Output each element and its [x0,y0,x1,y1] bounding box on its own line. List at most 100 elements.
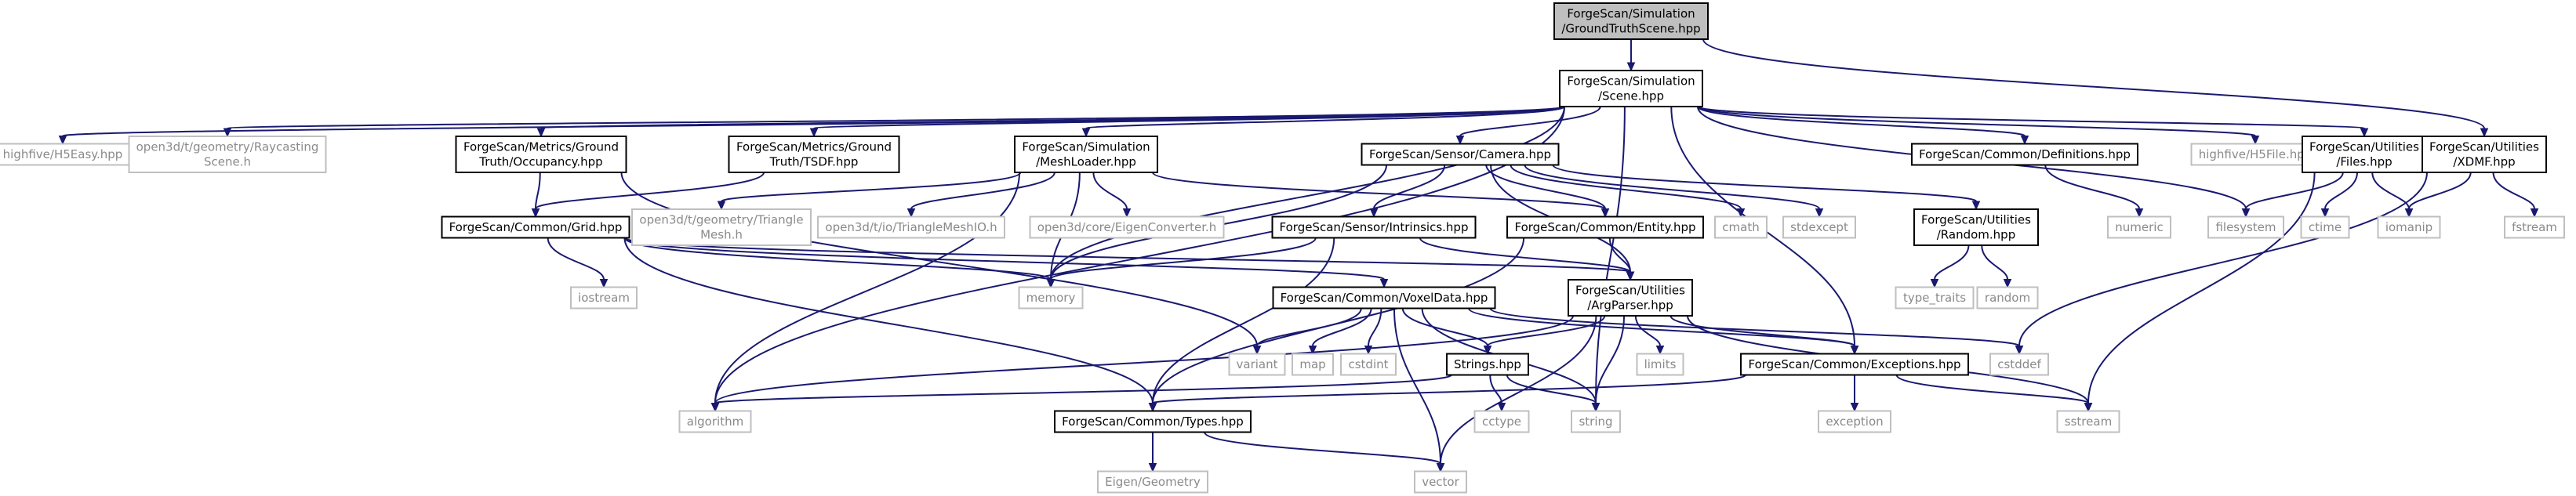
edge-argparser-to-strings [1483,315,1606,355]
edge-arrowhead [717,201,726,211]
node-box [1029,215,1225,239]
edge-arrowhead [536,128,546,138]
edge-line [1050,237,1317,281]
node-exceptions[interactable]: ForgeScan/Common/Exceptions.hpp [1740,353,1969,376]
node-gts[interactable]: ForgeScan/Simulation/GroundTruthScene.hp… [1553,2,1709,40]
node-label: open3d/t/geometry/Raycasting [136,140,319,154]
node-occ[interactable]: ForgeScan/Metrics/GroundTruth/Occupancy.… [455,136,627,173]
edge-grid-to-voxeldata [623,237,1389,288]
edge-arrowhead [1148,463,1157,472]
edge-line [623,237,1385,281]
edge-line [2324,172,2358,209]
node-label: ForgeScan/Simulation [1567,7,1695,21]
node-label: ForgeScan/Simulation [1022,140,1150,154]
edge-line [1373,165,1446,209]
edge-line [1204,431,1441,465]
node-label: random [1985,291,2030,305]
node-label: ForgeScan/Utilities [2429,140,2539,154]
edge-scene-to-defs [1697,106,2029,145]
node-filesystem: filesystem [2207,215,2284,239]
node-box [1913,208,2039,246]
edge-tsdf-to-grid [531,172,765,218]
node-label: ForgeScan/Simulation [1567,74,1695,89]
node-box [2207,215,2284,239]
node-algorithm: algorithm [678,410,752,433]
node-random: random [1976,286,2039,310]
node-label: type_traits [1903,291,1966,306]
edge-arrowhead [1626,271,1635,281]
node-label: /Files.hpp [2336,155,2392,169]
edge-arrowhead [1369,208,1379,218]
node-label: /MeshLoader.hpp [1036,155,1136,169]
edge-line [1152,237,1525,404]
edge-line [535,172,541,209]
edge-arrowhead [2530,208,2539,218]
node-box [2300,215,2350,239]
node-box [1568,279,1693,317]
node-types[interactable]: ForgeScan/Common/Types.hpp [1054,410,1252,433]
node-xdmf[interactable]: ForgeScan/Utilities/XDMF.hpp [2422,136,2547,173]
edge-scene-to-raycast [223,106,1565,138]
node-box [1818,410,1891,433]
edge-arrowhead [2320,208,2330,218]
edge-arrowhead [1850,346,1859,355]
node-label: ForgeScan/Metrics/Ground [463,140,619,154]
node-label: ForgeScan/Common/Entity.hpp [1514,220,1695,234]
node-box [455,136,627,173]
node-label: ForgeScan/Common/VoxelData.hpp [1281,291,1488,305]
node-label: ForgeScan/Utilities [2309,140,2419,154]
node-voxeldata[interactable]: ForgeScan/Common/VoxelData.hpp [1272,286,1496,310]
node-meshloader[interactable]: ForgeScan/Simulation/MeshLoader.hpp [1014,136,1158,173]
edge-line [2245,172,2344,209]
edge-arrowhead [1081,128,1091,138]
node-h5file: highfive/H5File.hpp [2190,143,2320,166]
edge-arrowhead [1600,208,1610,218]
node-variant: variant [1228,353,1286,376]
edge-scene-to-occ [536,106,1565,138]
node-box [1895,286,1975,310]
node-ctime: ctime [2300,215,2350,239]
edge-xdmf-to-cstddef [2015,172,2428,355]
node-argparser[interactable]: ForgeScan/Utilities/ArgParser.hpp [1568,279,1693,317]
node-label: /GroundTruthScene.hpp [1561,22,1700,36]
node-cstdint: cstdint [1340,353,1397,376]
edge-arrowhead [1850,403,1859,412]
edge-line [1552,164,1977,202]
edge-line [1669,315,1855,347]
edge-line [1393,308,1441,464]
edge-argparser-to-limits [1634,315,1665,355]
edge-arrowhead [2251,136,2260,145]
node-label: open3d/core/EigenConverter.h [1037,220,1217,234]
node-scene[interactable]: ForgeScan/Simulation/Scene.hpp [1559,70,1703,107]
edge-arrowhead [1455,136,1465,145]
node-label: fstream [2512,220,2557,234]
edge-line [1895,374,2089,404]
edge-voxeldata-to-cstddef [1489,307,2024,355]
edge-arrowhead [809,128,819,138]
edge-line [2087,172,2316,404]
edge-arrowhead [2015,346,2024,355]
node-intrinsics[interactable]: ForgeScan/Sensor/Intrinsics.hpp [1271,215,1477,239]
edge-arrowhead [1046,279,1055,288]
node-box [1340,353,1397,376]
node-sstream: sstream [2056,410,2120,433]
node-grid[interactable]: ForgeScan/Common/Grid.hpp [441,215,630,239]
node-box [128,136,327,173]
edge-arrowhead [1626,62,1636,72]
edge-arrowhead [2241,208,2251,218]
node-label: map [1299,357,1325,371]
edge-random_hpp-to-random [1981,244,2012,288]
node-memory: memory [1018,286,1084,310]
node-strings[interactable]: Strings.hpp [1446,353,1529,376]
node-files[interactable]: ForgeScan/Utilities/Files.hpp [2302,136,2427,173]
node-tsdf[interactable]: ForgeScan/Metrics/GroundTruth/TSDF.hpp [728,136,900,173]
node-defs[interactable]: ForgeScan/Common/Definitions.hpp [1911,143,2138,166]
node-label: ForgeScan/Sensor/Intrinsics.hpp [1280,220,1469,234]
node-label: open3d/t/io/TriangleMeshIO.h [825,220,997,234]
node-camera[interactable]: ForgeScan/Sensor/Camera.hpp [1361,143,1560,166]
node-box [1506,215,1704,239]
node-entity[interactable]: ForgeScan/Common/Entity.hpp [1506,215,1704,239]
node-random_hpp[interactable]: ForgeScan/Utilities/Random.hpp [1913,208,2039,246]
